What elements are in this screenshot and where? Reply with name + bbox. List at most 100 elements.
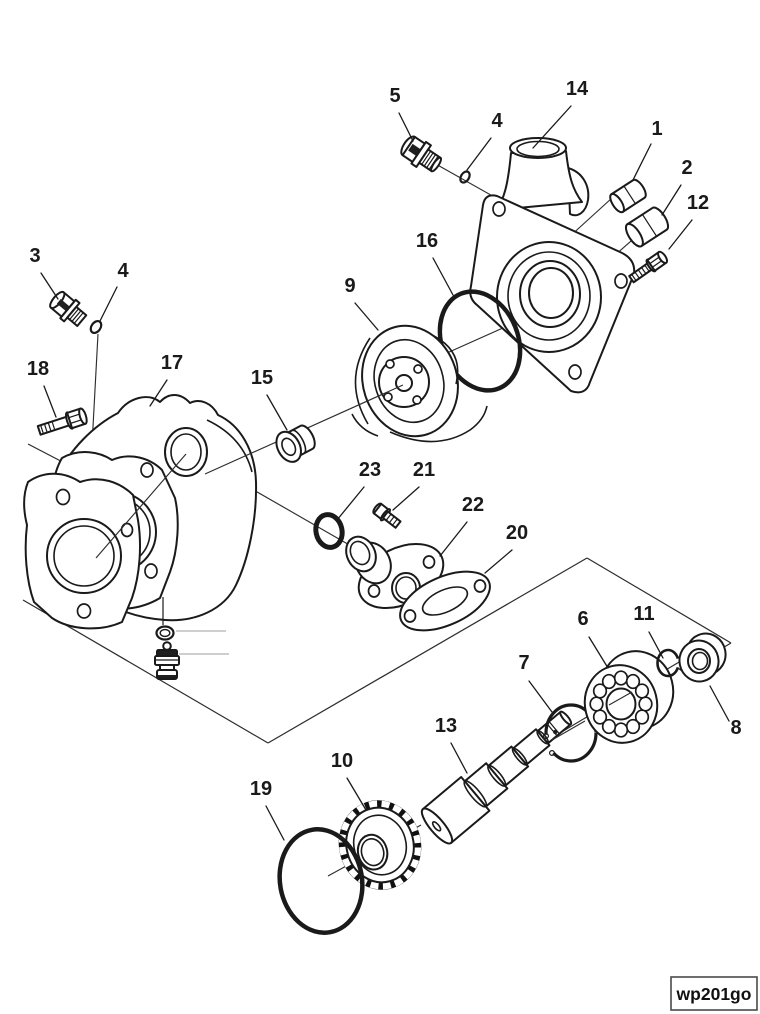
impeller-shroud-inner — [373, 338, 445, 424]
callout-label-18: 18 — [27, 358, 49, 380]
part-shaft-13 — [420, 710, 573, 845]
callout-label-1: 1 — [651, 118, 662, 140]
leader-line — [450, 742, 468, 774]
snapring-groove — [548, 721, 560, 735]
part-bolt-12 — [628, 250, 669, 284]
bearing-ball — [613, 722, 629, 738]
callout-19: 19 — [250, 778, 285, 841]
callout-label-21: 21 — [413, 459, 435, 481]
callout-22: 22 — [439, 494, 484, 557]
bearing-ball — [625, 718, 641, 735]
hub-hole — [412, 395, 422, 405]
grease-fitting-band-dark — [158, 651, 176, 655]
grease-fitting-tip — [162, 641, 172, 651]
shaft-step — [463, 780, 488, 808]
callout-17: 17 — [149, 352, 183, 407]
callout-7: 7 — [518, 652, 553, 713]
gear-hub-hole-inner — [360, 838, 385, 867]
flange-neck-bore — [349, 540, 371, 566]
part-bolt-18 — [36, 407, 88, 436]
callout-1: 1 — [632, 118, 663, 181]
bearing-ball — [589, 696, 604, 712]
plane-edge — [586, 557, 732, 644]
callout-label-4b: 4 — [117, 260, 129, 282]
leader-line — [336, 486, 365, 521]
hub-hole — [385, 359, 395, 369]
leader-line — [466, 137, 492, 171]
part-o-ring-23 — [313, 512, 345, 550]
callout-10: 10 — [331, 750, 367, 811]
part-impeller-9 — [351, 324, 488, 443]
code-box-frame — [670, 976, 758, 1011]
thread-line — [73, 312, 84, 324]
leader-line — [632, 143, 652, 181]
leader-line — [40, 272, 59, 300]
hub-hole — [413, 364, 423, 374]
callout-label-13: 13 — [435, 715, 457, 737]
callout-12: 12 — [668, 192, 709, 250]
small-o-ring — [155, 625, 175, 641]
leader-line — [484, 549, 513, 574]
callout-label-3: 3 — [29, 245, 40, 267]
callout-label-15: 15 — [251, 367, 273, 389]
flange-neck — [345, 535, 377, 573]
plug-head-band — [56, 298, 70, 312]
leader-line — [532, 105, 572, 149]
gasket-outline — [399, 570, 491, 632]
flange-bore-inner — [528, 267, 574, 319]
seal-flange — [275, 430, 302, 463]
callout-11: 11 — [633, 603, 664, 659]
callout-label-14: 14 — [566, 78, 589, 100]
thread-line — [385, 513, 392, 521]
bolt-head-end — [657, 250, 669, 265]
part-plug-3 — [49, 290, 88, 327]
part-plug-1 — [609, 178, 647, 214]
thread-line — [40, 425, 44, 434]
plug-groove — [623, 185, 636, 205]
thread-line — [71, 310, 82, 322]
cover-plate-bore — [46, 518, 122, 594]
callout-3: 3 — [29, 245, 59, 300]
thread-line — [388, 516, 395, 524]
bearing-ball — [625, 673, 641, 690]
bolt-hole — [144, 563, 158, 579]
drawing-code-box: wp201go — [670, 976, 758, 1011]
callout-label-17: 17 — [161, 352, 183, 374]
part-bolt-21 — [372, 502, 402, 529]
axis-bore-cover — [95, 453, 187, 559]
callout-label-5: 5 — [389, 85, 400, 107]
callout-label-10: 10 — [331, 750, 353, 772]
callout-2: 2 — [661, 157, 693, 216]
impeller-vane — [351, 413, 379, 437]
housing-bore-inner — [170, 433, 202, 471]
axis-overlay — [551, 720, 586, 741]
bolt-hole — [492, 201, 506, 217]
callout-23: 23 — [336, 459, 381, 521]
shaft-step — [511, 747, 528, 766]
leader-line — [265, 805, 285, 841]
plane-edge — [267, 557, 588, 744]
gear-teeth — [338, 800, 422, 890]
callouts: 1 2 3 4 4 5 6 7 — [27, 78, 742, 841]
part-pump-housing-17 — [23, 394, 258, 630]
leader-line — [528, 680, 553, 713]
thread-line — [391, 518, 398, 526]
callout-label-9: 9 — [344, 275, 355, 297]
part-plug-2 — [624, 206, 669, 248]
bolt-hole — [367, 584, 381, 598]
callout-label-7: 7 — [518, 652, 529, 674]
thread-line — [644, 264, 650, 272]
leader-line — [588, 636, 609, 669]
part-o-ring-4a — [459, 170, 471, 184]
part-sensor-plug-5 — [400, 135, 443, 173]
drawing-code: wp201go — [676, 984, 752, 1004]
bearing-ball — [592, 683, 608, 699]
callout-label-8: 8 — [730, 717, 741, 739]
callout-label-12: 12 — [687, 192, 709, 214]
outlet-pipe-top-inner — [516, 140, 560, 158]
shaft-center-hole — [431, 821, 442, 832]
leader-line — [266, 394, 288, 431]
leader-line — [648, 631, 664, 659]
bolt-hole — [568, 364, 582, 380]
gasket-slot — [421, 586, 469, 616]
